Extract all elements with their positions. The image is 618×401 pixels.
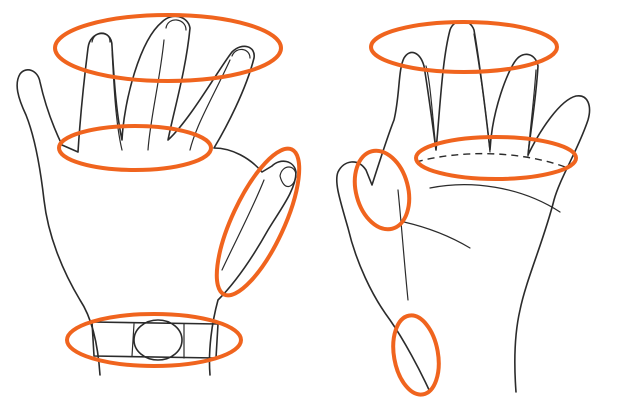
- palm-line-heart: [430, 185, 560, 212]
- highlight-back-fingertips: [55, 15, 281, 81]
- back-hand-thumb-nail: [280, 167, 296, 187]
- back-hand-middle-nail: [166, 20, 186, 30]
- highlight-back-thumb: [201, 139, 316, 306]
- back-hand-finger-gap-2: [148, 40, 164, 150]
- back-of-hand-figure: [17, 15, 315, 375]
- wristwatch: [92, 320, 218, 360]
- palm-line-life: [398, 190, 408, 300]
- highlight-palm-thumb: [347, 145, 418, 236]
- highlight-palm-wrist: [387, 312, 444, 398]
- back-hand-index-nail: [92, 33, 110, 42]
- highlight-palm-fingertips: [371, 22, 557, 72]
- palm-of-hand-figure: [337, 21, 590, 398]
- highlight-back-knuckles: [59, 126, 211, 170]
- palm-finger-base-crease: [416, 154, 568, 168]
- watch-face: [134, 320, 182, 360]
- palm-line-head: [404, 222, 470, 248]
- back-hand-ring-nail: [232, 49, 250, 58]
- highlight-palm-crease: [416, 137, 576, 179]
- palm-finger-gap-2: [474, 34, 490, 152]
- watch-strap: [92, 322, 218, 358]
